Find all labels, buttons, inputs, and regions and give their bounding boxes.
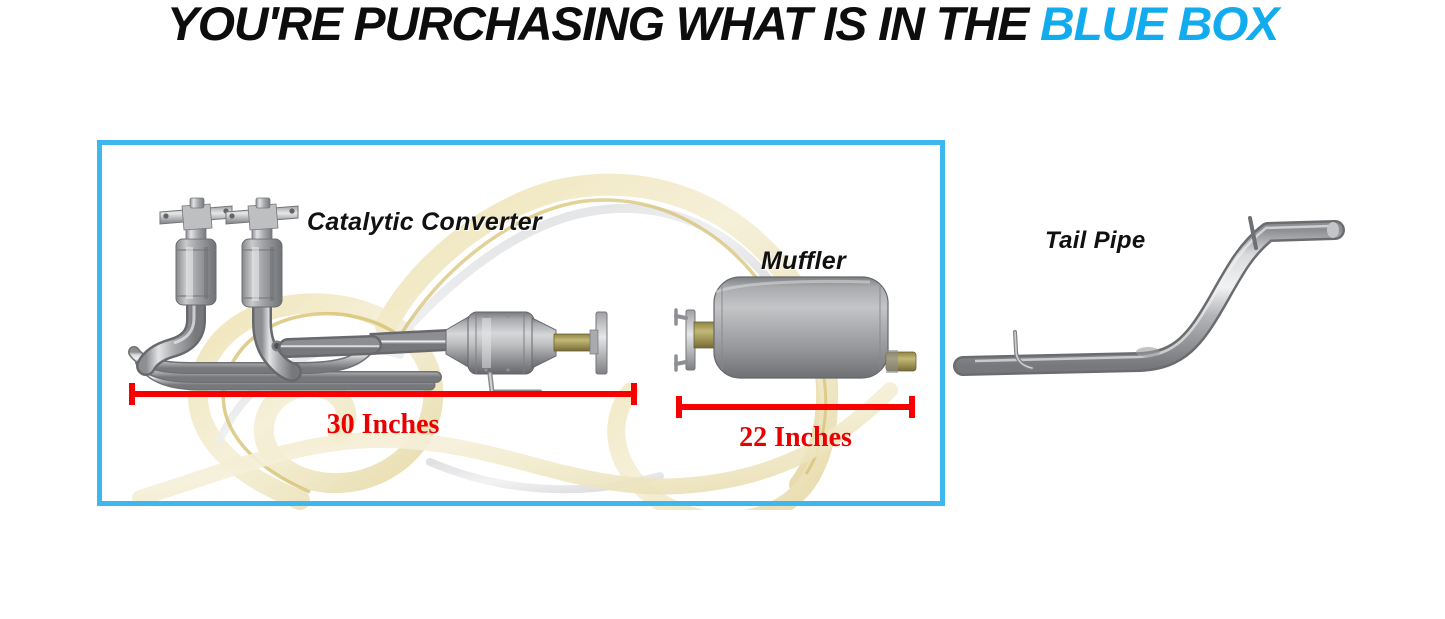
dimension-cap-right [631,383,637,405]
dimension-cap-right [909,396,915,418]
blue-box-outline [97,140,945,506]
page-title: YOU'RE PURCHASING WHAT IS IN THE BLUE BO… [0,0,1445,50]
dimension-bar-line [129,391,637,397]
page-title-black-text: YOU'RE PURCHASING WHAT IS IN THE [167,0,1041,50]
dimension-cap-left [676,396,682,418]
tail-pipe-assembly [953,216,1345,376]
muffler-label: Muffler [761,247,846,275]
tail-pipe-label: Tail Pipe [1045,227,1146,254]
dimension-30-label: 30 Inches [326,409,440,440]
dimension-bar-line [676,404,915,410]
page-title-blue-text: BLUE BOX [1040,0,1279,50]
dimension-cap-left [129,383,135,405]
dimension-22-label: 22 Inches [739,422,852,453]
catalytic-converter-label: Catalytic Converter [307,208,542,236]
